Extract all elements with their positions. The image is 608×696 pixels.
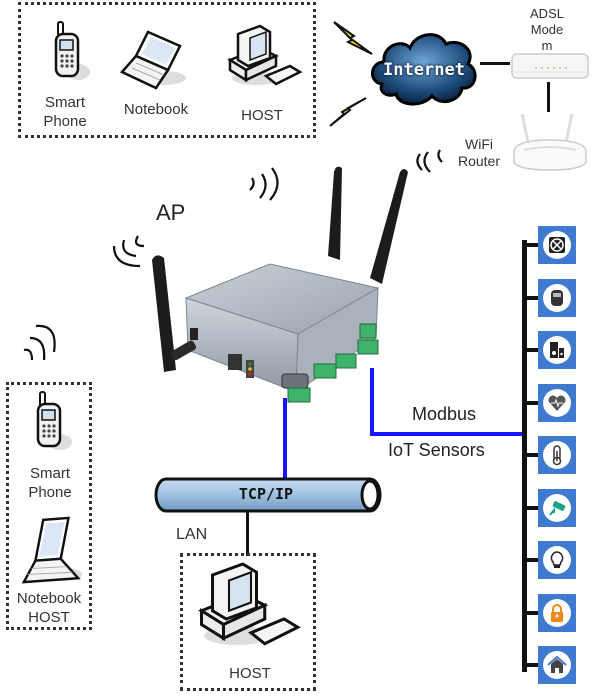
smartphone-icon: [54, 21, 90, 80]
internet-label: Internet: [383, 60, 465, 80]
sensor-tile: [538, 226, 576, 264]
lan-label: LAN: [176, 526, 208, 543]
sensor-branch-line: [522, 348, 542, 352]
wifi-waves-icon: [112, 235, 145, 268]
iot-gateway-device: [152, 166, 408, 403]
smartphone-icon: [36, 391, 72, 450]
modem-label: ADSL Mode m: [530, 6, 564, 53]
lan-link: [246, 512, 249, 556]
speaker-icon: [550, 342, 564, 358]
notebook-icon: [119, 30, 186, 90]
ap-label: AP: [156, 200, 186, 225]
sensor-disc: [543, 441, 571, 469]
router-label: WiFi Router: [457, 136, 501, 169]
left-smartphone-label: Smart Phone: [28, 465, 72, 501]
light-bulb-icon: [550, 551, 564, 568]
sensor-tile: [538, 383, 576, 422]
top-host-label: HOST: [241, 107, 283, 124]
sensor-tile: [538, 646, 576, 684]
sensor-branch-line: [522, 243, 542, 247]
heart-rate-icon: [548, 395, 566, 411]
sensor-branch-line: [522, 558, 542, 562]
top-smartphone-label: Smart Phone: [43, 94, 87, 130]
sensor-disc: [543, 231, 571, 259]
sensor-tile: [538, 331, 576, 369]
modbus-line-vertical: [370, 368, 374, 434]
sensor-branch-line: [522, 505, 542, 510]
sensor-tile: [538, 488, 576, 527]
fan-icon: [549, 237, 565, 253]
sensor-disc: [543, 598, 571, 627]
gateway-lan-link: [283, 398, 287, 480]
home-icon: [547, 655, 567, 673]
lightning-icon: [329, 97, 367, 127]
tcpip-label: TCP/IP: [238, 485, 294, 503]
sensor-branch-line: [522, 453, 542, 457]
sensor-disc: [543, 388, 571, 417]
cctv-camera-icon: [549, 500, 566, 516]
modbus-line-horizontal: [370, 432, 524, 436]
internet-modem-link: [480, 62, 510, 65]
sensor-branch-line: [522, 400, 542, 405]
iot-sensors-label: IoT Sensors: [388, 440, 485, 460]
tcpip-bus: [154, 477, 382, 513]
sensor-tile: [538, 593, 576, 632]
sensor-disc: [543, 546, 571, 574]
sensor-disc: [543, 283, 571, 312]
sensor-branch-line: [522, 610, 542, 615]
host-pc-icon: [227, 24, 303, 86]
wifi-waves-icon: [416, 149, 443, 173]
lock-icon: [551, 603, 563, 622]
bottom-host-group: [180, 553, 316, 691]
thermometer-icon: [552, 445, 562, 466]
sensor-disc: [543, 651, 571, 679]
left-notebook-label: Notebook HOST: [16, 590, 82, 626]
sensor-tile: [538, 278, 576, 317]
meter-icon: [551, 289, 563, 306]
wifi-waves-icon: [249, 167, 279, 201]
bottom-host-label: HOST: [229, 665, 271, 682]
host-pc-icon: [198, 562, 301, 646]
top-device-group: [18, 2, 316, 138]
sensor-tile: [538, 541, 576, 579]
lightning-icon: [333, 21, 373, 55]
modem-router-link: [547, 82, 550, 112]
internet-cloud-icon: [371, 33, 477, 106]
notebook-icon: [21, 516, 83, 584]
modbus-label: Modbus: [412, 404, 477, 424]
sensor-disc: [543, 493, 571, 522]
wifi-waves-icon: [23, 324, 56, 361]
sensor-branch-line: [522, 663, 542, 667]
wifi-router-icon: [513, 113, 587, 171]
sensor-branch-line: [522, 295, 542, 300]
adsl-modem-icon: [511, 53, 589, 79]
sensor-disc: [543, 336, 571, 364]
left-device-group: [6, 382, 92, 630]
sensor-tile: [538, 436, 576, 474]
top-notebook-label: Notebook: [123, 101, 189, 118]
